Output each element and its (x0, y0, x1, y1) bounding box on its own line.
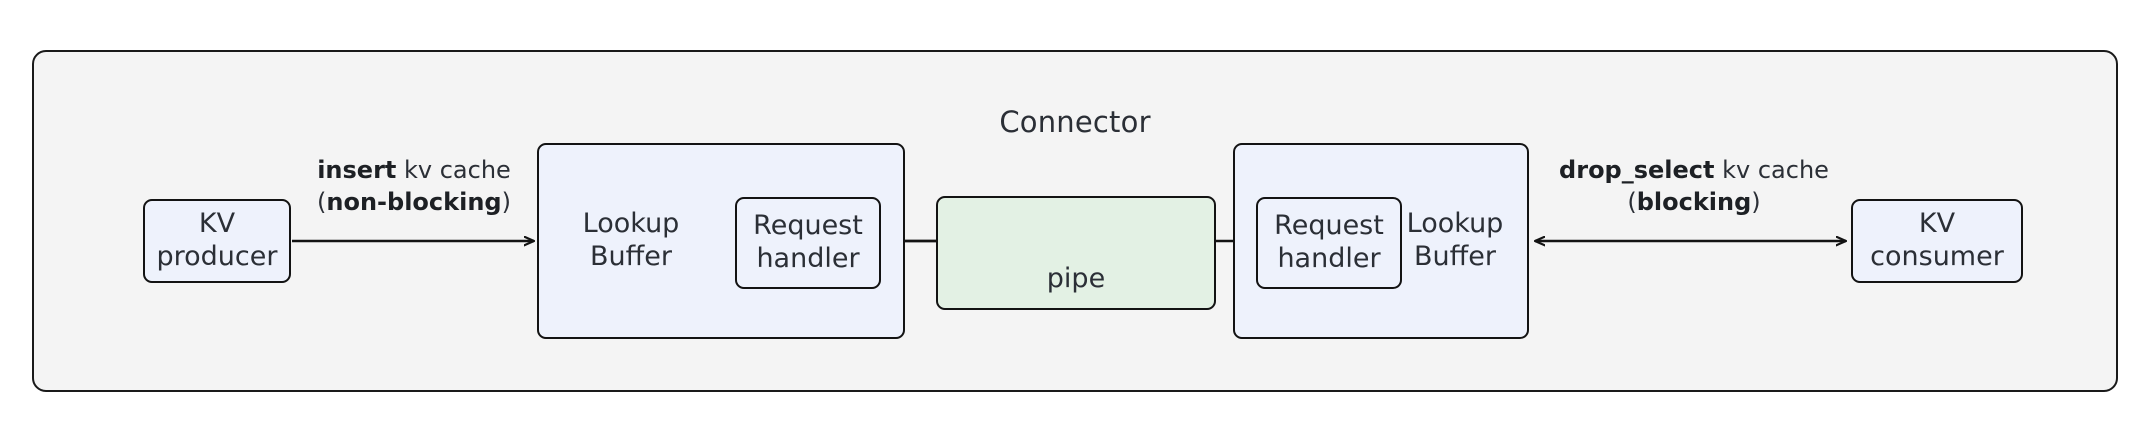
paren-close: ) (501, 187, 511, 216)
kv-producer-node: KV producer (143, 199, 291, 283)
edge-label-insert-plain: kv cache (396, 156, 511, 184)
lookup-buffer-right-node: Request handler Lookup Buffer (1233, 143, 1529, 339)
lookup-buffer-left-node: Lookup Buffer Request handler (537, 143, 905, 339)
edge-label-insert-strong: insert (317, 156, 397, 184)
request-handler-left-node: Request handler (735, 197, 881, 289)
pipe-node: pipe (936, 196, 1216, 310)
kv-consumer-node: KV consumer (1851, 199, 2023, 283)
edge-label-insert: insert kv cache (non-blocking) (290, 155, 538, 218)
edge-label-insert-line1: insert kv cache (290, 155, 538, 187)
request-handler-right-node: Request handler (1256, 197, 1402, 289)
paren-open: ( (317, 187, 327, 216)
connector-title: Connector (999, 105, 1151, 139)
edge-label-drop-line1: drop_select kv cache (1535, 155, 1853, 187)
edge-label-drop-select: drop_select kv cache (blocking) (1535, 155, 1853, 218)
paren-close-2: ) (1751, 187, 1761, 216)
edge-label-insert-mode: non-blocking (326, 187, 502, 216)
edge-label-drop-line2: (blocking) (1535, 187, 1853, 219)
paren-open-2: ( (1627, 187, 1637, 216)
lookup-buffer-right-label: Lookup Buffer (1406, 208, 1504, 272)
edge-label-insert-line2: (non-blocking) (290, 187, 538, 219)
edge-label-drop-plain: kv cache (1714, 156, 1829, 184)
edge-label-drop-mode: blocking (1636, 187, 1752, 216)
edge-label-drop-strong: drop_select (1559, 156, 1715, 184)
lookup-buffer-left-label: Lookup Buffer (582, 208, 680, 272)
